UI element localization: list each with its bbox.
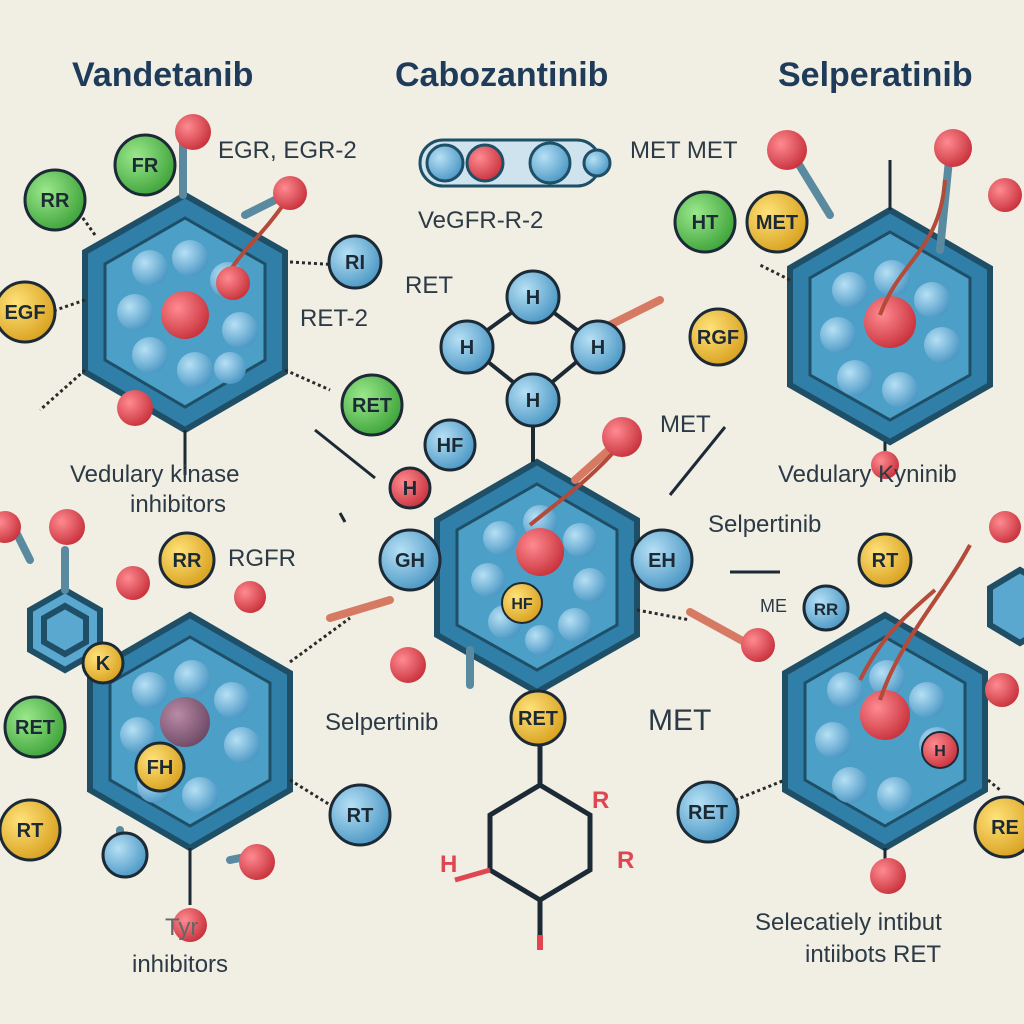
- node-rr-right-label: RR: [814, 600, 839, 619]
- label-met-top: MET MET: [630, 137, 738, 164]
- node-gh-label: GH: [395, 550, 425, 572]
- node-fr: FR: [113, 133, 177, 197]
- hexagon-bottom-left: [87, 611, 293, 852]
- node-fh-label: FH: [147, 757, 174, 779]
- node-ret-bottom-right-label: RET: [688, 802, 728, 824]
- node-fr-label: FR: [132, 155, 159, 177]
- node-h-top: H: [505, 269, 561, 325]
- node-met: MET: [745, 190, 809, 254]
- node-rr-right: RR: [802, 584, 850, 632]
- node-ht: HT: [673, 190, 737, 254]
- node-h-left-label: H: [460, 337, 474, 359]
- hexagon-center: [434, 458, 640, 696]
- node-h-small-label: H: [403, 478, 417, 500]
- title-selperatinib: Selperatinib: [778, 56, 973, 94]
- hexagon-top-right: [787, 206, 993, 446]
- node-ret-left-label: RET: [15, 717, 55, 739]
- label-vedulary-line1: Vedulary kinase: [70, 461, 239, 488]
- label-ret-mid: RET: [405, 272, 453, 299]
- node-eh-label: EH: [648, 550, 676, 572]
- label-vedulary-line2: inhibitors: [130, 491, 226, 518]
- node-rt-right: RT: [857, 532, 913, 588]
- node-h-bottom-label: H: [526, 390, 540, 412]
- node-rt-bottom: RT: [328, 783, 392, 847]
- label-rgfr: RGFR: [228, 545, 296, 572]
- node-rr-bl: RR: [158, 531, 216, 589]
- label-bottom-r2: R: [617, 847, 634, 874]
- node-h-left: H: [439, 319, 495, 375]
- node-ret-center-label: RET: [518, 708, 558, 730]
- node-re-edge: RE: [973, 795, 1024, 859]
- node-k-label: K: [96, 653, 111, 675]
- node-rt-left-label: RT: [17, 820, 44, 842]
- node-ret-green-label: RET: [352, 395, 392, 417]
- node-h-right-hex: H: [921, 731, 959, 769]
- node-k: K: [81, 641, 125, 685]
- node-hf-center: HF: [501, 582, 543, 624]
- node-ret-green: RET: [340, 373, 404, 437]
- node-h-top-label: H: [526, 287, 540, 309]
- node-rt-bottom-label: RT: [347, 805, 374, 827]
- node-met-label: MET: [756, 212, 798, 234]
- node-small-blue: [101, 831, 149, 879]
- node-rt-right-label: RT: [872, 550, 899, 572]
- ring-left-small: [27, 586, 103, 674]
- hexagon-top-left: [82, 191, 288, 434]
- node-rgf-label: RGF: [697, 327, 739, 349]
- ring-right-small: [987, 566, 1024, 647]
- label-selpertinib-right: Selpertinib: [708, 511, 821, 538]
- label-bottom-h: H: [440, 851, 457, 878]
- hexagon-bottom-right: [782, 611, 988, 852]
- node-rr-left: RR: [23, 168, 87, 232]
- node-egf-label: EGF: [4, 302, 45, 324]
- node-rr-left-label: RR: [41, 190, 70, 212]
- node-h-right-hex-label: H: [934, 743, 946, 760]
- node-gh: GH: [378, 528, 442, 592]
- node-ret-bottom-right: RET: [676, 780, 740, 844]
- node-eh: EH: [630, 528, 694, 592]
- node-re-edge-label: RE: [991, 817, 1019, 839]
- label-selpertinib-mid: Selpertinib: [325, 709, 438, 736]
- node-egf: EGF: [0, 280, 57, 344]
- node-h-right-label: H: [591, 337, 605, 359]
- label-selectively-line1: Selecatiely intibut: [755, 909, 942, 936]
- label-met-big: MET: [648, 704, 711, 737]
- title-cabozantinib: Cabozantinib: [395, 56, 608, 94]
- label-inhibitors-bottom: inhibitors: [132, 951, 228, 978]
- node-h-bottom: H: [505, 372, 561, 428]
- red-atoms: [0, 114, 1022, 942]
- label-met-center: MET: [660, 411, 711, 438]
- label-typ: Tyr: [165, 914, 198, 941]
- node-fh: FH: [134, 741, 186, 793]
- label-egr: EGR, EGR-2: [218, 137, 357, 164]
- node-h-right: H: [570, 319, 626, 375]
- node-hf-center-label: HF: [511, 596, 533, 613]
- node-ri: RI: [327, 234, 383, 290]
- label-bottom-r1: R: [592, 787, 609, 814]
- label-vedulary-right: Vedulary Kyninib: [778, 461, 957, 488]
- capsule-molecule: [418, 138, 612, 188]
- node-hf-label: HF: [437, 435, 464, 457]
- label-vegfr: VeGFR-R-2: [418, 207, 543, 234]
- node-h-small: H: [388, 466, 432, 510]
- node-hf: HF: [423, 418, 477, 472]
- label-me: ME: [760, 596, 787, 616]
- node-rt-left: RT: [0, 798, 62, 862]
- bond-h-left-red: [454, 867, 491, 883]
- label-selectively-line2: intiibots RET: [805, 941, 941, 968]
- node-rr-bl-label: RR: [173, 550, 202, 572]
- node-ret-center: RET: [509, 689, 567, 747]
- title-vandetanib: Vandetanib: [72, 56, 253, 94]
- label-ret2: RET-2: [300, 305, 368, 332]
- node-ret-left: RET: [3, 695, 67, 759]
- node-ri-label: RI: [345, 252, 365, 274]
- node-ht-label: HT: [692, 212, 719, 234]
- node-rgf: RGF: [688, 307, 748, 367]
